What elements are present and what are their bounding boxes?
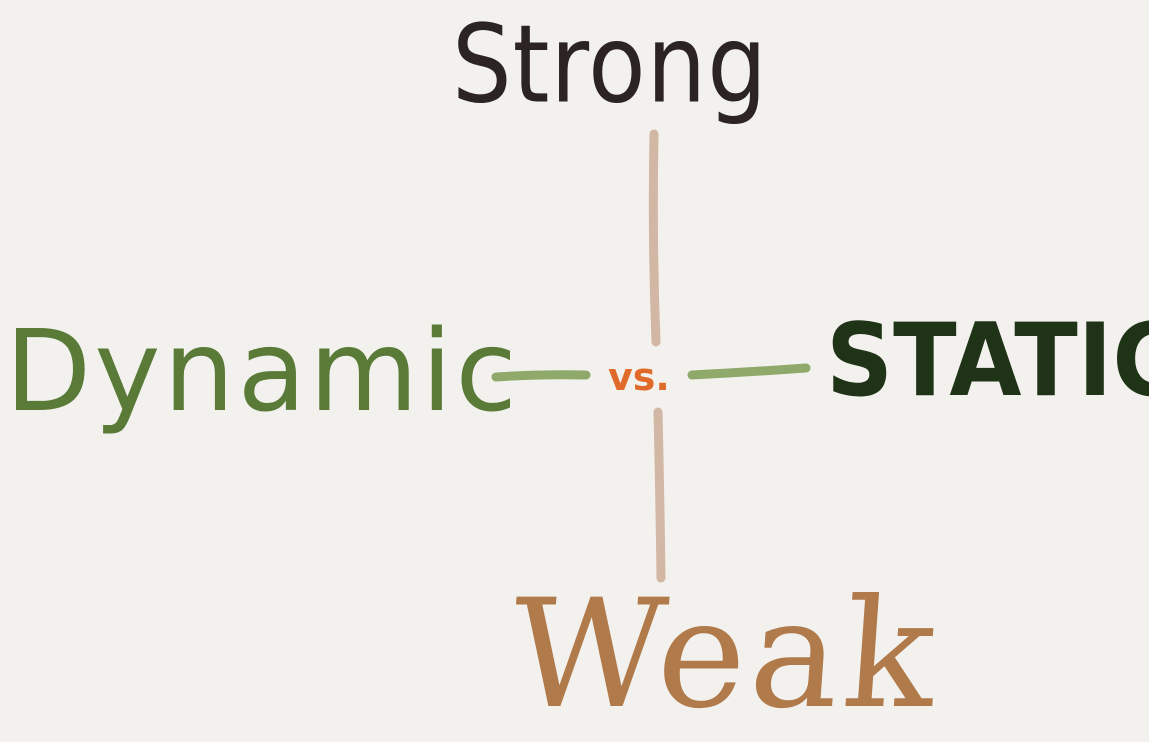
vertical-axis-bottom — [653, 407, 666, 583]
label-vs: vs. — [608, 355, 670, 399]
label-static: STATIC — [826, 301, 1149, 420]
label-strong: Strong — [452, 2, 768, 129]
horizontal-axis-right — [687, 363, 811, 380]
label-weak: Weak — [505, 568, 945, 742]
label-dynamic: Dynamic — [5, 307, 520, 437]
horizontal-axis-left — [491, 370, 591, 382]
vertical-axis-top — [648, 129, 661, 347]
